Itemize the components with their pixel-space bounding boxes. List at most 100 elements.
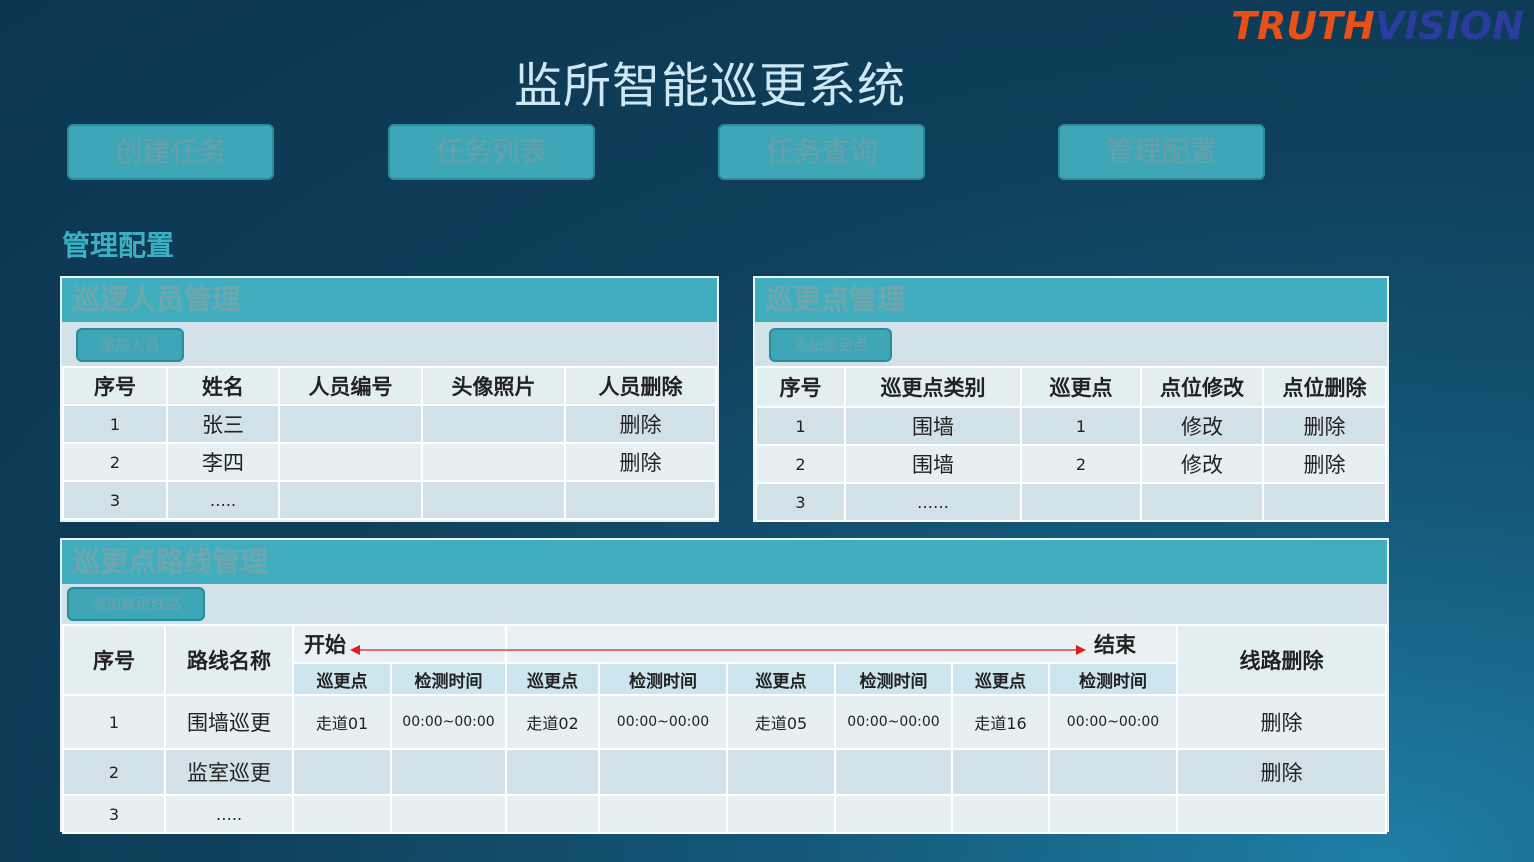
delete-point-link[interactable]: 删除 — [1262, 406, 1387, 446]
table-row: 1 围墙 1 修改 删除 — [755, 406, 1387, 446]
cell-time — [390, 794, 507, 834]
col-header: 头像照片 — [421, 366, 566, 406]
cell-time — [390, 748, 507, 796]
col-header: 人员删除 — [564, 366, 717, 406]
cell-point: 走道16 — [951, 694, 1050, 750]
cell-no: 1 — [62, 694, 166, 750]
cell-id — [278, 442, 423, 482]
cell-point: 2 — [1020, 444, 1142, 484]
col-header: 巡更点 — [505, 662, 600, 696]
col-header: 巡更点 — [1020, 366, 1142, 408]
cell-point — [726, 794, 836, 834]
cell-time — [1048, 794, 1178, 834]
cell-no: 2 — [62, 748, 166, 796]
routes-toolbar: 添加巡更线路 — [62, 584, 1387, 624]
col-header: 检测时间 — [1048, 662, 1178, 696]
cell-no: 2 — [62, 442, 168, 482]
cell-no: 3 — [62, 480, 168, 520]
cell-time: 00:00~00:00 — [598, 694, 728, 750]
cell-time: 00:00~00:00 — [1048, 694, 1178, 750]
create-task-button[interactable]: 创建任务 — [67, 124, 274, 180]
table-row: 1 张三 删除 — [62, 404, 717, 444]
logo-part1: TRUTH — [1231, 4, 1375, 48]
start-end-arrow — [350, 645, 1086, 655]
cell-photo — [421, 404, 566, 444]
col-header: 序号 — [755, 366, 846, 408]
col-header: 点位删除 — [1262, 366, 1387, 408]
cell-point — [951, 748, 1050, 796]
cell-point — [505, 748, 600, 796]
personnel-toolbar: 添加人员 — [62, 322, 717, 366]
cell-point — [726, 748, 836, 796]
routes-table: 序号 路线名称 开始 结束 线路删除 巡更点 检测时间 巡更点 检测时间 巡更点… — [62, 624, 1387, 834]
personnel-table: 序号 姓名 人员编号 头像照片 人员删除 1 张三 删除 2 李四 删除 3 …… — [62, 366, 717, 520]
cell-time: 00:00~00:00 — [390, 694, 507, 750]
cell-id — [278, 404, 423, 444]
cell-time: 00:00~00:00 — [834, 694, 953, 750]
cell-time — [598, 794, 728, 834]
col-header: 点位修改 — [1140, 366, 1264, 408]
personnel-panel-title: 巡逻人员管理 — [62, 278, 717, 322]
col-header: 路线名称 — [164, 624, 294, 696]
cell-category: 围墙 — [844, 444, 1022, 484]
col-header: 姓名 — [166, 366, 280, 406]
delete-point-link[interactable]: 删除 — [1262, 444, 1387, 484]
cell-route-name: 围墙巡更 — [164, 694, 294, 750]
points-panel: 巡更点管理 添加巡更点 序号 巡更点类别 巡更点 点位修改 点位删除 1 围墙 … — [753, 276, 1389, 522]
add-route-button[interactable]: 添加巡更线路 — [67, 587, 206, 621]
table-row: 1 围墙巡更 走道01 00:00~00:00 走道02 00:00~00:00… — [62, 694, 1387, 750]
cell-point: 走道05 — [726, 694, 836, 750]
start-label: 开始 — [292, 624, 507, 664]
table-row: 3 ….. — [62, 794, 1387, 834]
cell-category: 围墙 — [844, 406, 1022, 446]
cell-time — [834, 794, 953, 834]
add-point-button[interactable]: 添加巡更点 — [769, 328, 893, 362]
cell-no: 1 — [62, 404, 168, 444]
task-query-button[interactable]: 任务查询 — [718, 124, 925, 180]
delete-person-link[interactable]: 删除 — [564, 404, 717, 444]
cell-no: 3 — [62, 794, 166, 834]
truthvision-logo: TRUTHVISION — [1231, 4, 1524, 48]
personnel-panel: 巡逻人员管理 添加人员 序号 姓名 人员编号 头像照片 人员删除 1 张三 删除… — [60, 276, 719, 522]
cell-name: ….. — [166, 480, 280, 520]
delete-route-link[interactable]: 删除 — [1176, 748, 1387, 796]
cell-name: 张三 — [166, 404, 280, 444]
section-title: 管理配置 — [62, 229, 175, 262]
cell-no: 2 — [755, 444, 846, 484]
logo-part2: VISION — [1374, 4, 1524, 48]
table-row: 3 ….. — [62, 480, 717, 520]
edit-point-link[interactable]: 修改 — [1140, 444, 1264, 484]
col-header: 巡更点 — [292, 662, 392, 696]
subheader-row: 巡更点 检测时间 巡更点 检测时间 巡更点 检测时间 巡更点 检测时间 — [63, 662, 1386, 696]
arrow-head-right — [1076, 645, 1086, 655]
task-list-button[interactable]: 任务列表 — [388, 124, 595, 180]
arrow-head-left — [350, 645, 360, 655]
cell-edit — [1140, 482, 1264, 522]
col-header: 线路删除 — [1176, 624, 1387, 696]
cell-point: 走道01 — [292, 694, 392, 750]
cell-point — [1020, 482, 1142, 522]
cell-delete — [564, 480, 717, 520]
edit-point-link[interactable]: 修改 — [1140, 406, 1264, 446]
col-header: 巡更点 — [726, 662, 836, 696]
cell-photo — [421, 442, 566, 482]
cell-delete — [1176, 794, 1387, 834]
cell-point — [292, 748, 392, 796]
routes-panel: 巡更点路线管理 添加巡更线路 序号 路线名称 开始 结束 线路删除 巡更点 检测… — [60, 538, 1389, 834]
manage-config-button[interactable]: 管理配置 — [1058, 124, 1265, 180]
delete-person-link[interactable]: 删除 — [564, 442, 717, 482]
col-header: 人员编号 — [278, 366, 423, 406]
col-header: 序号 — [62, 624, 166, 696]
delete-route-link[interactable]: 删除 — [1176, 694, 1387, 750]
table-header-row: 序号 姓名 人员编号 头像照片 人员删除 — [62, 366, 717, 406]
col-header: 检测时间 — [598, 662, 728, 696]
col-header: 检测时间 — [390, 662, 507, 696]
table-row: 2 监室巡更 删除 — [62, 748, 1387, 796]
cell-route-name: 监室巡更 — [164, 748, 294, 796]
cell-point: 走道02 — [505, 694, 600, 750]
cell-route-name: ….. — [164, 794, 294, 834]
table-header-row: 序号 路线名称 开始 结束 线路删除 — [62, 624, 1387, 696]
table-header-row: 序号 巡更点类别 巡更点 点位修改 点位删除 — [755, 366, 1387, 408]
add-person-button[interactable]: 添加人员 — [76, 328, 185, 362]
cell-time — [1048, 748, 1178, 796]
